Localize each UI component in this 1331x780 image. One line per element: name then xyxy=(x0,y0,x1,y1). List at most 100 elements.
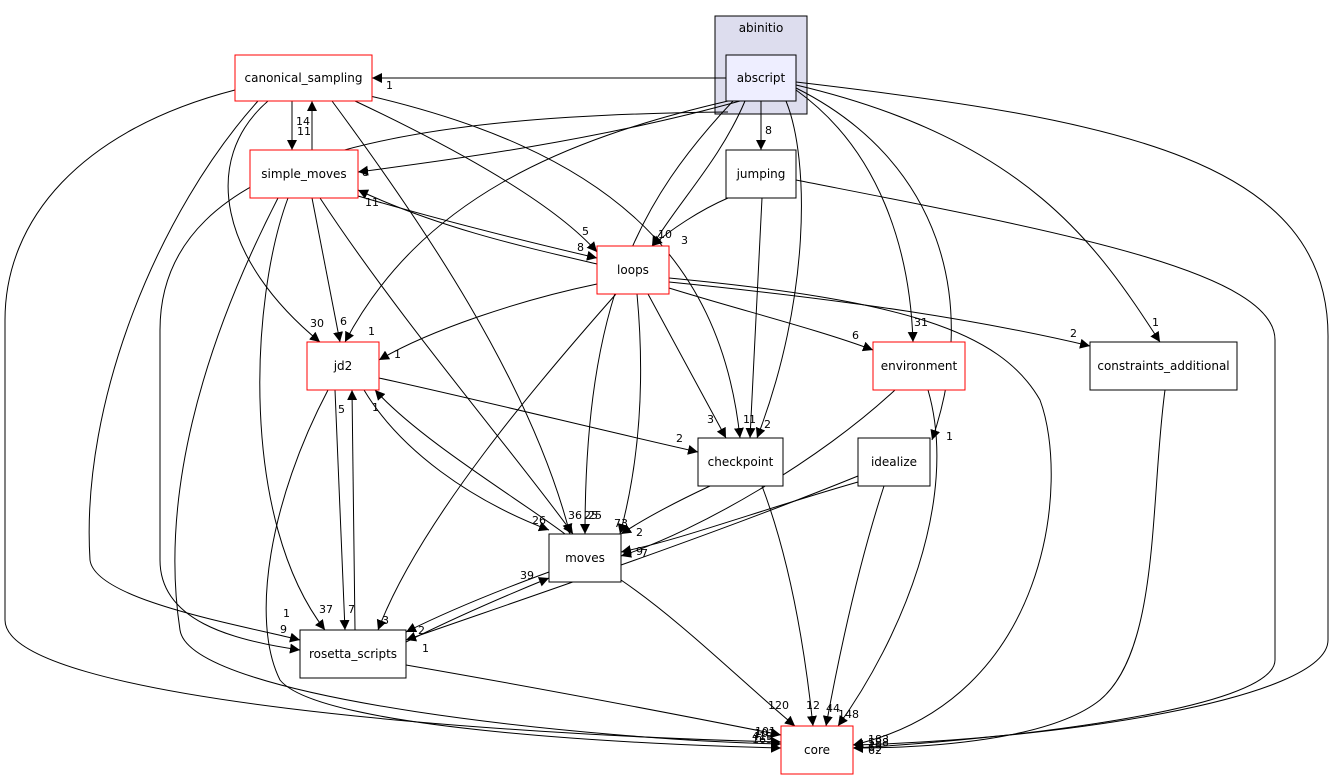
edge-jumping-to-core[interactable] xyxy=(795,179,1276,753)
edge-jd2-to-core[interactable] xyxy=(265,389,782,753)
edge-loops-to-constraints-additional-label[interactable]: 2 xyxy=(1070,327,1077,340)
edge-abscript-to-rosetta-scripts-label[interactable]: 1 xyxy=(283,607,290,620)
edge-simple-moves-to-jd2-label[interactable]: 6 xyxy=(340,315,347,328)
edge-loops-to-rosetta-scripts-label[interactable]: 3 xyxy=(382,614,389,627)
node-jd2[interactable]: jd2 xyxy=(306,341,380,391)
edge-simple-moves-to-canonical-sampling-label[interactable]: 14 xyxy=(296,115,310,128)
edge-simple-moves-to-rosetta-scripts-label[interactable]: 37 xyxy=(319,603,333,616)
node-core-box[interactable] xyxy=(780,725,854,775)
edge-moves-to-core-label[interactable]: 120 xyxy=(768,699,789,712)
edge-moves-to-rosetta-scripts[interactable] xyxy=(405,571,550,633)
edge-checkpoint-to-moves-label[interactable]: 2 xyxy=(636,526,643,539)
node-core[interactable]: core xyxy=(780,725,854,775)
node-jd2-box[interactable] xyxy=(306,341,380,391)
edge-jumping-to-core-label[interactable]: 69 xyxy=(868,741,882,754)
edge-loops-to-checkpoint[interactable] xyxy=(647,293,727,439)
edge-loops-to-moves[interactable] xyxy=(617,293,642,535)
edge-abscript-to-loops-label[interactable]: 10 xyxy=(658,228,672,241)
edge-jd2-to-moves-label[interactable]: 26 xyxy=(532,514,546,527)
edge-loops-to-jd2[interactable] xyxy=(378,283,598,361)
node-rosetta-scripts[interactable]: rosetta_scripts xyxy=(299,629,407,679)
edge-abscript-to-simple-moves[interactable] xyxy=(357,100,741,176)
edge-loops-to-rosetta-scripts[interactable] xyxy=(376,293,617,631)
edge-moves-to-core[interactable] xyxy=(620,579,796,727)
edge-canonical-sampling-to-core[interactable] xyxy=(4,89,782,747)
edge-jumping-to-loops[interactable] xyxy=(651,197,729,247)
edge-abscript-to-jumping-label[interactable]: 8 xyxy=(765,124,772,137)
edge-loops-to-jd2-label[interactable]: 1 xyxy=(394,348,401,361)
edge-abscript-to-checkpoint[interactable] xyxy=(755,100,802,439)
edge-abscript-to-core-label[interactable]: 183 xyxy=(868,733,889,746)
edge-canonical-sampling-to-checkpoint[interactable] xyxy=(369,95,744,439)
edge-environment-to-core-label[interactable]: 148 xyxy=(838,708,859,721)
edge-canonical-sampling-to-loops-label[interactable]: 5 xyxy=(582,225,589,238)
edge-simple-moves-to-rosetta-scripts[interactable] xyxy=(259,197,326,631)
edge-loops-to-core-label[interactable]: 588 xyxy=(868,736,889,749)
edge-jd2-to-rosetta-scripts[interactable] xyxy=(334,389,350,631)
edge-canonical-sampling-to-moves[interactable] xyxy=(331,100,573,535)
node-rosetta-scripts-box[interactable] xyxy=(299,629,407,679)
edge-abscript-to-environment[interactable] xyxy=(795,89,918,343)
node-environment-box[interactable] xyxy=(872,341,966,391)
node-checkpoint-box[interactable] xyxy=(697,437,784,487)
node-simple-moves-box[interactable] xyxy=(249,149,359,199)
edge-rosetta-scripts-to-moves-label[interactable]: 39 xyxy=(520,569,534,582)
edge-canonical-sampling-to-rosetta-scripts-label[interactable]: 9 xyxy=(280,623,287,636)
edge-abscript-to-checkpoint-label[interactable]: 2 xyxy=(764,418,771,431)
node-jumping[interactable]: jumping xyxy=(725,149,797,199)
edge-jd2-to-checkpoint[interactable] xyxy=(378,377,699,455)
edge-simple-moves-to-moves[interactable] xyxy=(319,197,574,535)
edge-moves-to-rosetta-scripts-label[interactable]: 2 xyxy=(418,624,425,637)
edge-canonical-sampling-to-jd2[interactable] xyxy=(227,100,321,343)
edge-simple-moves-to-loops[interactable] xyxy=(357,195,598,261)
edge-jd2-to-checkpoint-label[interactable]: 2 xyxy=(676,432,683,445)
edge-jumping-to-checkpoint[interactable] xyxy=(745,197,763,439)
edge-abscript-to-idealize-label[interactable]: 1 xyxy=(946,430,953,443)
edge-simple-moves-to-moves-label[interactable]: 36 xyxy=(568,509,582,522)
edge-canonical-sampling-to-jd2-label[interactable]: 30 xyxy=(310,317,324,330)
node-environment[interactable]: environment xyxy=(872,341,966,391)
edge-constraints-additional-to-core-label[interactable]: 62 xyxy=(868,744,882,757)
edge-environment-to-moves[interactable] xyxy=(620,389,896,558)
edge-idealize-to-core[interactable] xyxy=(822,485,885,727)
edge-jumping-to-checkpoint-label[interactable]: 1 xyxy=(749,413,756,426)
node-moves-box[interactable] xyxy=(548,533,622,583)
edge-constraints-additional-to-core[interactable] xyxy=(852,389,1166,753)
edge-canonical-sampling-to-rosetta-scripts[interactable] xyxy=(88,100,301,643)
edge-abscript-to-environment-label[interactable]: 31 xyxy=(914,316,928,329)
edge-loops-to-simple-moves[interactable] xyxy=(357,189,598,265)
edge-loops-to-environment-label[interactable]: 6 xyxy=(852,329,859,342)
node-moves[interactable]: moves xyxy=(548,533,622,583)
edge-idealize-to-moves[interactable] xyxy=(620,481,859,555)
edge-rosetta-scripts-to-core[interactable] xyxy=(405,664,782,738)
edge-rosetta-scripts-to-jd2-label[interactable]: 5 xyxy=(338,403,345,416)
node-constraints-additional[interactable]: constraints_additional xyxy=(1089,341,1238,391)
edge-checkpoint-to-core-label[interactable]: 12 xyxy=(806,699,820,712)
node-constraints-additional-box[interactable] xyxy=(1089,341,1238,391)
edge-canonical-sampling-to-loops[interactable] xyxy=(354,100,598,253)
edge-simple-moves-to-loops-label[interactable]: 8 xyxy=(577,241,584,254)
edge-jd2-to-core-label[interactable]: 101 xyxy=(754,727,775,740)
edge-idealize-to-core-label[interactable]: 44 xyxy=(826,702,840,715)
edge-idealize-to-rosetta-scripts-label[interactable]: 1 xyxy=(422,642,429,655)
edge-canonical-sampling-to-simple-moves-label[interactable]: 11 xyxy=(297,125,311,138)
edge-abscript-to-loops[interactable] xyxy=(651,100,746,247)
edge-checkpoint-to-moves[interactable] xyxy=(620,485,711,535)
node-loops[interactable]: loops xyxy=(596,245,670,295)
edge-environment-to-moves-label[interactable]: 9 xyxy=(636,545,643,558)
edge-rosetta-scripts-to-core-label[interactable]: 101 xyxy=(755,725,776,738)
edge-abscript-to-canonical-sampling-label[interactable]: 1 xyxy=(386,79,393,92)
edge-loops-to-checkpoint-label[interactable]: 3 xyxy=(707,413,714,426)
edge-moves-to-jd2-label[interactable]: 1 xyxy=(372,401,379,414)
edge-jd2-to-rosetta-scripts-label[interactable]: 7 xyxy=(348,603,355,616)
edge-canonical-sampling-to-core-label[interactable]: 165 xyxy=(752,733,773,746)
edge-moves-to-jd2[interactable] xyxy=(374,389,566,535)
edge-simple-moves-to-core[interactable] xyxy=(174,197,782,749)
node-canonical-sampling[interactable]: canonical_sampling xyxy=(234,54,373,102)
node-idealize-box[interactable] xyxy=(857,437,931,487)
edge-rosetta-scripts-to-jd2[interactable] xyxy=(347,389,358,631)
edge-abscript-to-jd2-label[interactable]: 1 xyxy=(368,325,375,338)
edge-simple-moves-to-core-label[interactable]: 419 xyxy=(752,730,773,743)
node-jumping-box[interactable] xyxy=(725,149,797,199)
edge-jd2-to-moves[interactable] xyxy=(363,389,550,532)
